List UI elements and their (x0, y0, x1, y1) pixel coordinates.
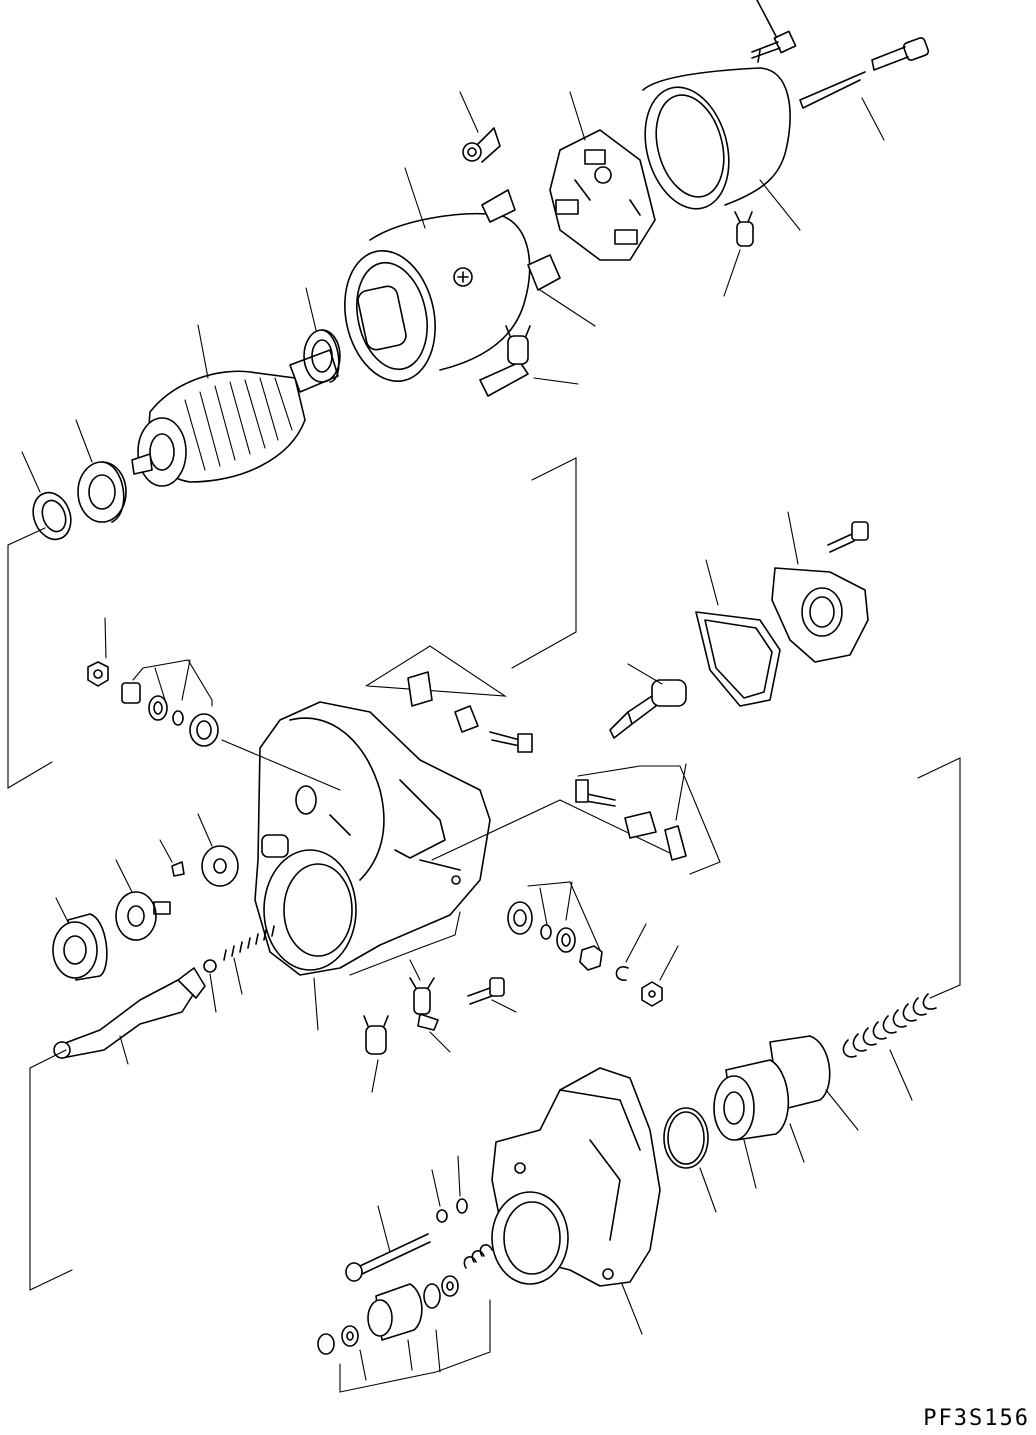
terminal-group-right (576, 764, 720, 874)
nut-lower (642, 946, 678, 1006)
drive-spring (843, 994, 936, 1100)
main-housing (222, 702, 490, 975)
lower-pinion-group (318, 1276, 490, 1392)
bracket-left-upper (8, 528, 52, 788)
clutch-collar (116, 860, 170, 940)
through-bolt-lower (346, 1206, 430, 1281)
pinion-gear (53, 898, 107, 980)
washer-bottom-b (457, 1156, 467, 1213)
bearing-front (76, 420, 126, 522)
return-spring (224, 926, 274, 994)
drive-housing (492, 1068, 660, 1334)
pinion-spring (464, 1245, 492, 1268)
steel-ball (204, 960, 216, 1012)
seal-ring (22, 452, 77, 545)
nut-small (88, 618, 108, 686)
washer-bottom-a (432, 1170, 447, 1222)
brush-holder (550, 92, 655, 260)
field-frame (333, 168, 595, 390)
pin-small (160, 840, 184, 876)
bolt-small-lower (468, 978, 516, 1012)
yoke-cover (632, 68, 800, 230)
drawing-code-label: PF3S156 (923, 1406, 1030, 1431)
through-bolt (800, 37, 929, 140)
c-clip (616, 924, 646, 980)
washer-stack-left (122, 660, 218, 746)
bracket-top-middle (512, 458, 576, 668)
bracket-left-lower (30, 1050, 72, 1290)
leader-housing (314, 978, 318, 1030)
pinion-shaft (54, 968, 205, 1064)
bolt-top (752, 0, 796, 62)
bushing-clip (460, 92, 500, 162)
cover-plate (772, 512, 868, 662)
o-ring (664, 1108, 716, 1212)
terminal-lower-group (350, 912, 460, 1092)
terminal-group-top (366, 646, 532, 752)
bolt-small-upper (828, 522, 868, 552)
bearing-rear (304, 288, 340, 382)
armature (132, 325, 338, 486)
gasket-plate (696, 560, 780, 706)
overrunning-clutch (714, 1036, 858, 1188)
bracket-right (918, 758, 960, 998)
plunger (610, 664, 686, 738)
terminal-strap (480, 326, 578, 396)
washer-mid (198, 814, 238, 886)
guide-line-right (432, 800, 676, 860)
terminal-small (724, 212, 753, 296)
washer-stack-right (508, 882, 602, 970)
